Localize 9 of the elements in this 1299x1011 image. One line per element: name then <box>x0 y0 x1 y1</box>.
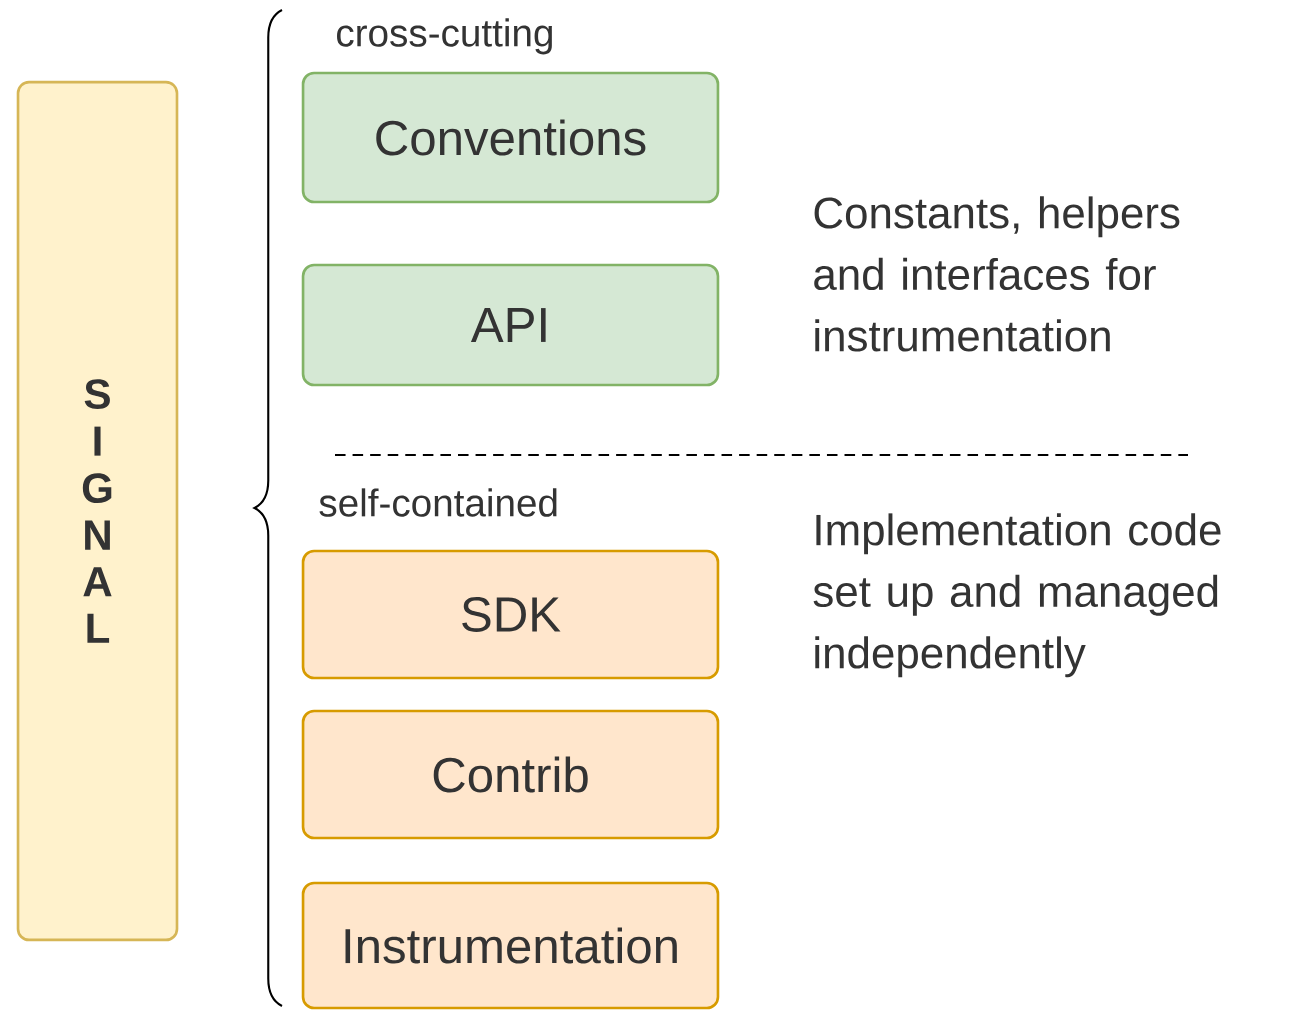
component-box: API <box>301 263 720 387</box>
component-box: Conventions <box>301 71 720 204</box>
description-text: Constants, helpers and interfaces for instrumentation <box>814 196 1180 352</box>
component-box: SDK <box>301 549 720 680</box>
component-box: Instrumentation <box>301 881 720 1010</box>
component-box: Contrib <box>301 709 720 840</box>
signal-bar: SIGNAL <box>16 80 179 942</box>
description-text: Implementation code set up and managed independently <box>813 513 1221 678</box>
group-label: self-contained <box>319 488 557 517</box>
